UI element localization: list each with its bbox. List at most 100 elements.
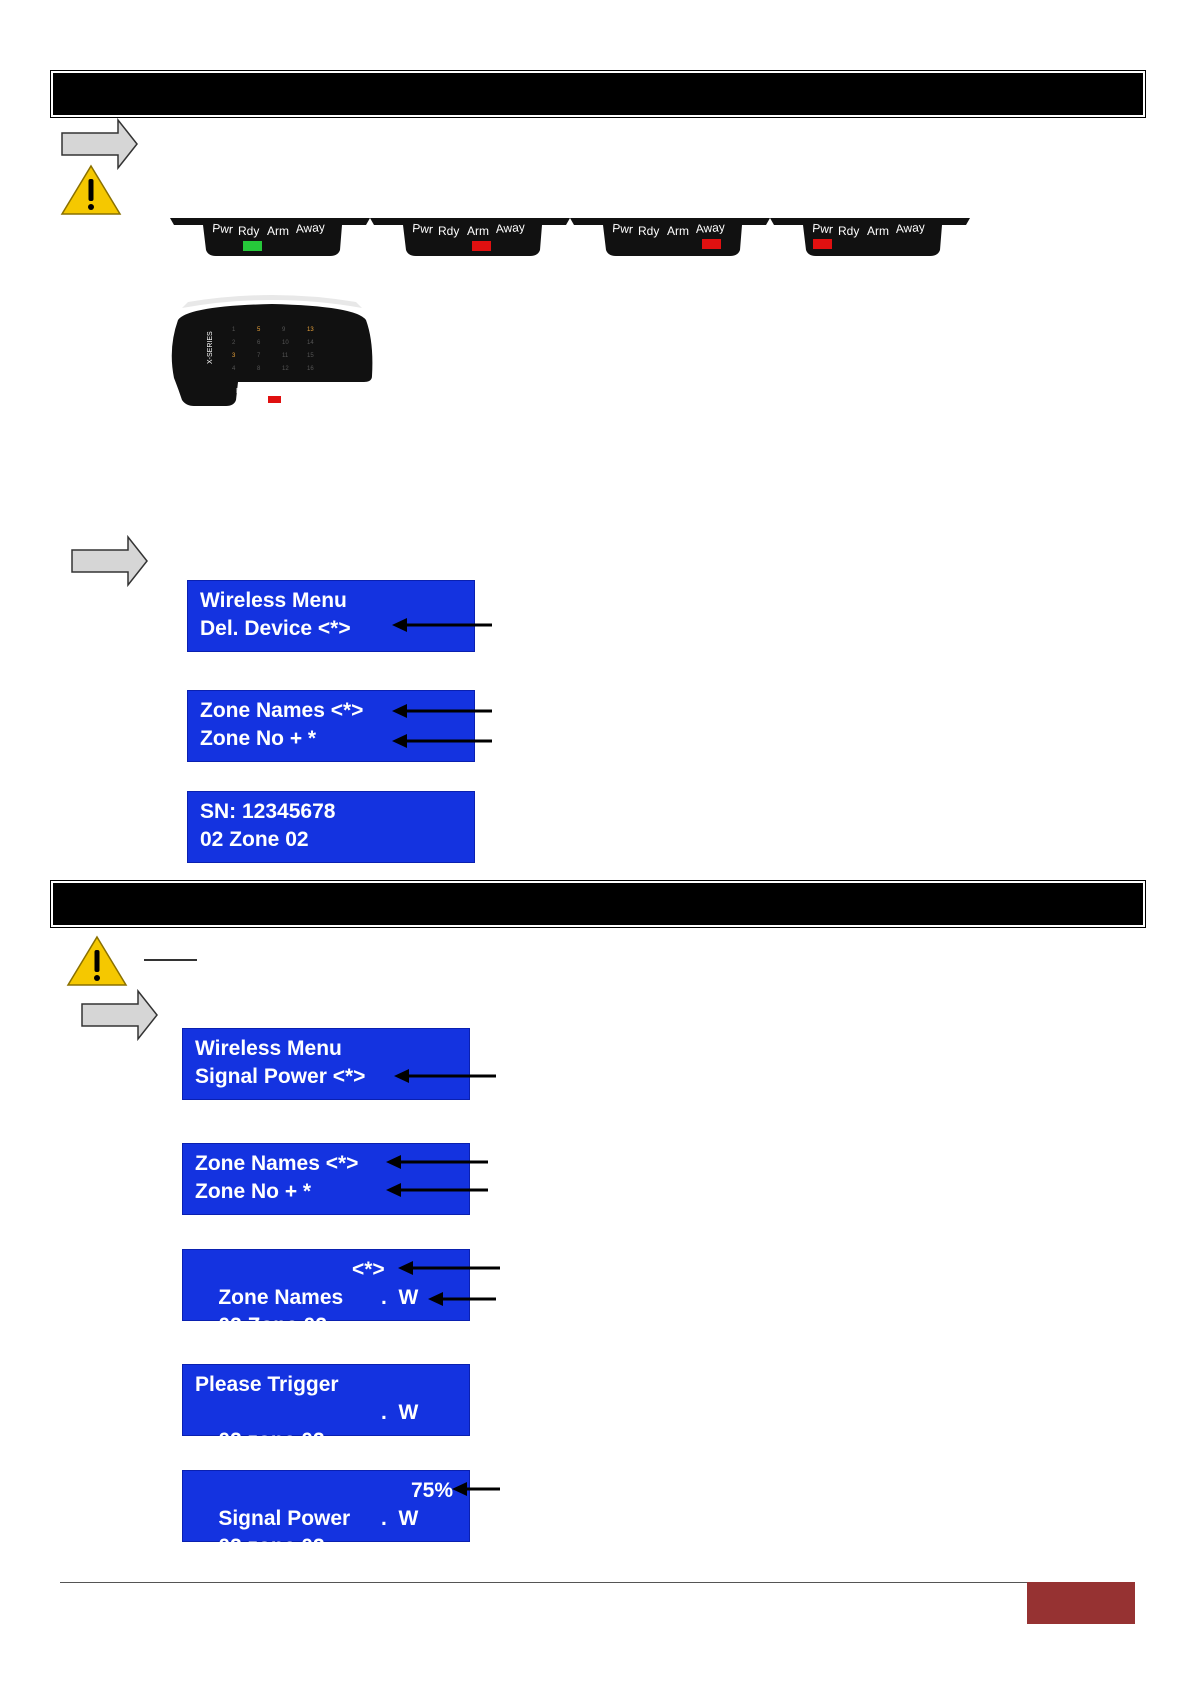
lcd-line-2: 02 Zone 02 . W bbox=[195, 1284, 457, 1337]
lcd-line-1: Zone Names <*> bbox=[195, 1152, 359, 1175]
keypad-strip-1: Pwr Rdy Arm Away bbox=[170, 216, 370, 263]
lcd-line-2: Del. Device <*> bbox=[200, 617, 351, 640]
arrow-right-icon bbox=[71, 535, 148, 587]
lcd-line-2: Zone No + * bbox=[195, 1180, 312, 1203]
keypad-strip-4: Pwr Rdy Arm Away bbox=[770, 216, 970, 263]
zone-number: 12 bbox=[282, 366, 289, 372]
pointer-arrow-icon bbox=[392, 704, 492, 718]
lcd-line-2-left: 02 zone 02 bbox=[218, 1429, 325, 1452]
label-away: Away bbox=[695, 220, 725, 236]
zone-number: 2 bbox=[232, 340, 236, 346]
lcd-line-1: Wireless Menu bbox=[195, 1037, 342, 1060]
warning-icon bbox=[66, 935, 128, 986]
label-rdy: Rdy bbox=[638, 224, 659, 238]
pointer-arrow-icon bbox=[394, 1069, 496, 1083]
zone-number: 10 bbox=[282, 340, 289, 346]
led-indicator bbox=[472, 241, 491, 251]
pointer-arrow-icon bbox=[392, 618, 492, 632]
label-pwr: Pwr bbox=[412, 221, 434, 236]
led-indicator bbox=[268, 396, 281, 403]
arrow-right-icon bbox=[81, 989, 158, 1041]
pointer-arrow-icon bbox=[398, 1261, 500, 1275]
lcd-line-1-left: Signal Power bbox=[218, 1507, 351, 1530]
zone-number: 9 bbox=[282, 327, 286, 333]
zone-number: 14 bbox=[307, 340, 314, 346]
lcd-line-1: SN: 12345678 bbox=[200, 800, 336, 823]
label-rdy: Rdy bbox=[838, 224, 859, 238]
lcd-line-2-right: . W bbox=[381, 1401, 419, 1424]
label-rdy: Rdy bbox=[253, 388, 266, 395]
section-header-bar-2 bbox=[53, 883, 1143, 925]
warning-icon bbox=[60, 164, 122, 215]
led-indicator bbox=[702, 239, 721, 249]
lcd-line-2-right: . W bbox=[381, 1507, 419, 1530]
lcd-zone-names: Zone Names <*> Zone No + * bbox=[187, 690, 475, 762]
label-rdy: Rdy bbox=[238, 224, 259, 238]
lcd-wireless-menu-del-device: Wireless Menu Del. Device <*> bbox=[187, 580, 475, 652]
lcd-line-1-left: Zone Names bbox=[218, 1286, 344, 1309]
lcd-zone-names: Zone Names <*> Zone No + * bbox=[182, 1143, 470, 1215]
lcd-line-2: Signal Power <*> bbox=[195, 1065, 366, 1088]
lcd-line-2: 02 zone 02 . W bbox=[195, 1399, 457, 1452]
zone-number: 16 bbox=[307, 366, 314, 372]
label-rdy: Rdy bbox=[438, 224, 459, 238]
label-away: Away bbox=[895, 220, 925, 236]
lcd-line-2-left: 02 zone 02 bbox=[218, 1535, 325, 1558]
pointer-arrow-icon bbox=[392, 734, 492, 748]
led-indicator bbox=[243, 241, 262, 251]
label-pwr: Pwr bbox=[612, 221, 634, 236]
pointer-arrow-icon bbox=[452, 1482, 500, 1496]
lcd-line-1-right: <*> bbox=[352, 1258, 385, 1281]
label-pwr: Pwr bbox=[212, 221, 234, 236]
underline-rule bbox=[144, 959, 197, 961]
section-header-bar-1 bbox=[53, 73, 1143, 115]
label-away: Away bbox=[495, 220, 525, 236]
lcd-line-2-right: . W bbox=[381, 1286, 419, 1309]
lcd-line-1: Zone Names <*> bbox=[195, 1256, 457, 1309]
zone-number: 8 bbox=[257, 366, 261, 372]
keypad-strip-3: Pwr Rdy Arm Away bbox=[570, 216, 770, 263]
zone-number: 1 bbox=[232, 327, 236, 333]
zone-number: 3 bbox=[232, 353, 236, 359]
pointer-arrow-icon bbox=[428, 1292, 496, 1306]
lcd-line-2-left: 02 Zone 02 bbox=[218, 1314, 327, 1337]
lcd-zone-names-selected: Zone Names <*> 02 Zone 02 . W bbox=[182, 1249, 470, 1337]
pointer-arrow-icon bbox=[386, 1183, 488, 1197]
zone-number: 4 bbox=[232, 366, 236, 372]
zone-number: 15 bbox=[307, 353, 314, 359]
label-arm: Arm bbox=[667, 224, 689, 238]
pointer-arrow-icon bbox=[386, 1155, 488, 1169]
zone-number: 5 bbox=[257, 327, 261, 333]
zone-number: 11 bbox=[282, 353, 289, 359]
zone-number: 6 bbox=[257, 340, 261, 346]
lcd-please-trigger: Please Trigger 02 zone 02 . W bbox=[182, 1364, 470, 1452]
brand-label: X-SERIES bbox=[207, 331, 214, 364]
lcd-wireless-menu-signal-power: Wireless Menu Signal Power <*> bbox=[182, 1028, 470, 1100]
label-arm: Arm bbox=[467, 224, 489, 238]
page-number-tab bbox=[1027, 1582, 1135, 1624]
zone-number: 13 bbox=[307, 327, 314, 333]
footer-rule bbox=[60, 1582, 1135, 1583]
label-away: Away bbox=[295, 220, 325, 236]
lcd-line-2: Zone No + * bbox=[200, 727, 317, 750]
lcd-line-1: Signal Power 75% bbox=[195, 1477, 457, 1530]
keypad-strip-2: Pwr Rdy Arm Away bbox=[370, 216, 570, 263]
lcd-line-1-right: 75% bbox=[411, 1479, 454, 1502]
zone-number: 7 bbox=[257, 353, 261, 359]
label-away: Away bbox=[283, 388, 300, 395]
lcd-line-1: Wireless Menu bbox=[200, 589, 347, 612]
label-arm: Arm bbox=[267, 224, 289, 238]
lcd-signal-power-reading: Signal Power 75% 02 zone 02 . W bbox=[182, 1470, 470, 1558]
led-indicator bbox=[813, 239, 832, 249]
lcd-serial-number: SN: 12345678 02 Zone 02 bbox=[187, 791, 475, 863]
label-arm: Arm bbox=[867, 224, 889, 238]
arrow-right-icon bbox=[61, 118, 138, 170]
lcd-line-1: Zone Names <*> bbox=[200, 699, 364, 722]
lcd-line-1: Please Trigger bbox=[195, 1373, 339, 1396]
label-arm: Arm bbox=[267, 388, 280, 395]
lcd-line-2: 02 zone 02 . W bbox=[195, 1505, 457, 1558]
label-pwr: Pwr bbox=[812, 221, 834, 236]
lcd-line-2: 02 Zone 02 bbox=[200, 828, 309, 851]
label-pwr: Pwr bbox=[236, 388, 249, 395]
